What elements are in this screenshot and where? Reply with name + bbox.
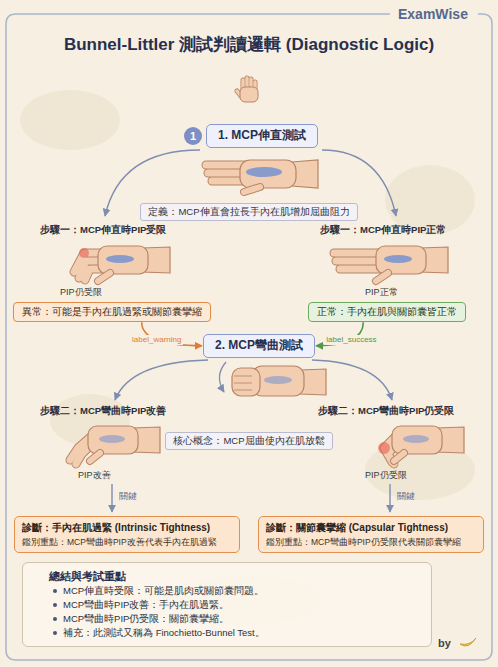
test-box: 2. MCP彎曲測試 bbox=[203, 334, 315, 358]
bullet-row: MCP彎曲時PIP改善：手內在肌過緊。 bbox=[53, 598, 421, 612]
node-text: 鑑別重點：MCP彎曲時PIP仍受限代表關節囊攣縮 bbox=[266, 536, 476, 548]
bullet-dot bbox=[53, 603, 57, 607]
diagnosis-box: 診斷：手內在肌過緊 (Intrinsic Tightness)鑑別重點：MCP彎… bbox=[14, 516, 240, 553]
bullet-row: MCP伸直時受限：可能是肌肉或關節囊問題。 bbox=[53, 584, 421, 598]
flow-arrows bbox=[105, 150, 396, 512]
hand-pip-still-limited bbox=[378, 426, 464, 464]
hand-mcp-flexion bbox=[219, 362, 326, 396]
banana-logo bbox=[460, 638, 476, 646]
arrow-label: 關鍵 bbox=[119, 491, 137, 503]
hand-pip-normal bbox=[334, 246, 448, 281]
hand-mcp-extension bbox=[206, 160, 318, 192]
node-text: 正常：手內在肌與關節囊皆正常 bbox=[317, 306, 457, 318]
definition-box: 定義：MCP伸直會拉長手內在肌增加屈曲阻力 bbox=[140, 203, 357, 221]
bullet-text: MCP彎曲時PIP仍受限：關節囊攣縮。 bbox=[63, 612, 229, 626]
credit-label: by bbox=[438, 636, 451, 650]
card-frame bbox=[6, 14, 492, 660]
node-text: 2. MCP彎曲測試 bbox=[215, 338, 303, 354]
hand-pip-limited bbox=[74, 246, 170, 281]
node-text: 診斷：手內在肌過緊 (Intrinsic Tightness) bbox=[22, 521, 232, 535]
step-label: 步驟一：MCP伸直時PIP受限 bbox=[40, 224, 166, 236]
bullet-row: MCP彎曲時PIP仍受限：關節囊攣縮。 bbox=[53, 612, 421, 626]
bullet-dot bbox=[53, 589, 57, 593]
hand-pip-improved bbox=[70, 426, 160, 464]
finding-label: PIP仍受限 bbox=[60, 287, 102, 299]
test-box: 1. MCP伸直測試 bbox=[206, 124, 318, 148]
node-text: 鑑別重點：MCP彎曲時PIP改善代表手內在肌過緊 bbox=[22, 536, 232, 548]
hand-icon bbox=[237, 78, 258, 102]
node-text: 1. MCP伸直測試 bbox=[218, 128, 306, 144]
bullet-text: MCP彎曲時PIP改善：手內在肌過緊。 bbox=[63, 598, 229, 612]
diagnosis-box: 診斷：關節囊攣縮 (Capsular Tightness)鑑別重點：MCP彎曲時… bbox=[258, 516, 484, 553]
node-text: 定義：MCP伸直會拉長手內在肌增加屈曲阻力 bbox=[148, 206, 349, 218]
step-label: 步驟二：MCP彎曲時PIP仍受限 bbox=[318, 405, 454, 417]
node-text: 異常：可能是手內在肌過緊或關節囊攣縮 bbox=[22, 306, 202, 318]
step-number: 1 bbox=[184, 127, 202, 145]
bullet-text: MCP伸直時受限：可能是肌肉或關節囊問題。 bbox=[63, 584, 264, 598]
paper-stains bbox=[20, 90, 475, 625]
bullet-dot bbox=[53, 631, 57, 635]
finding-label: PIP改善 bbox=[78, 470, 111, 482]
bullet-text: 補充：此測試又稱為 Finochietto-Bunnel Test。 bbox=[63, 626, 265, 640]
success-box: 正常：手內在肌與關節囊皆正常 bbox=[308, 302, 466, 322]
bullet-row: 補充：此測試又稱為 Finochietto-Bunnel Test。 bbox=[53, 626, 421, 640]
step-label: 步驟一：MCP伸直時PIP正常 bbox=[320, 224, 446, 236]
finding-label: PIP正常 bbox=[365, 287, 398, 299]
brand-name: ExamWise bbox=[398, 5, 468, 23]
concept-box: 核心概念：MCP屈曲使內在肌放鬆 bbox=[165, 432, 332, 450]
bullet-dot bbox=[53, 617, 57, 621]
connector-label: label_warning bbox=[130, 335, 183, 345]
node-text: 1 bbox=[190, 129, 196, 143]
title-heading: Bunnel-Littler 測試判讀邏輯 (Diagnostic Logic) bbox=[64, 34, 434, 56]
arrow-label: 關鍵 bbox=[397, 491, 415, 503]
node-text: 核心概念：MCP屈曲使內在肌放鬆 bbox=[173, 435, 324, 447]
finding-label: PIP仍受限 bbox=[365, 470, 407, 482]
connector-label: label_success bbox=[324, 335, 378, 345]
warning-box: 異常：可能是手內在肌過緊或關節囊攣縮 bbox=[13, 302, 211, 322]
node-text: 診斷：關節囊攣縮 (Capsular Tightness) bbox=[266, 521, 476, 535]
step-label: 步驟二：MCP彎曲時PIP改善 bbox=[40, 405, 166, 417]
summary-heading: 總結與考試重點 bbox=[49, 568, 421, 584]
summary-box: 總結與考試重點MCP伸直時受限：可能是肌肉或關節囊問題。MCP彎曲時PIP改善：… bbox=[22, 562, 432, 647]
